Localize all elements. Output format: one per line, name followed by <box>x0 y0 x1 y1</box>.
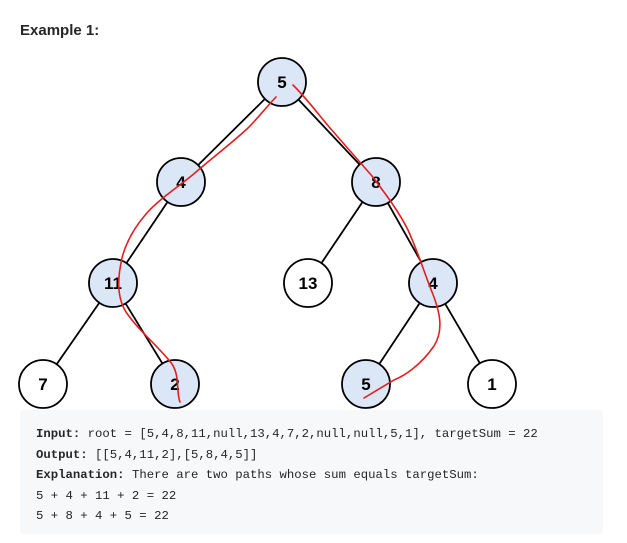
path-sum-line-1: 5 + 4 + 11 + 2 = 22 <box>36 488 177 503</box>
tree-node-n4b: 4 <box>408 258 458 308</box>
highlighted-path-right <box>292 84 441 399</box>
explanation-value: There are two paths whose sum equals tar… <box>124 468 479 482</box>
tree-node-circle <box>18 359 68 409</box>
highlighted-path-left <box>117 96 277 403</box>
tree-node-label: 13 <box>299 274 318 293</box>
tree-edge-n4a-n11 <box>125 201 169 264</box>
tree-edge-n8-n4b <box>387 202 422 263</box>
tree-node-circle <box>467 359 517 409</box>
output-line: Output: [[5,4,11,2],[5,8,4,5]] <box>36 445 587 466</box>
tree-edge-n5-n4a <box>197 98 266 166</box>
output-value: [[5,4,11,2],[5,8,4,5]] <box>87 447 258 462</box>
tree-node-n5: 5 <box>257 57 307 107</box>
output-label: Output: <box>36 447 88 462</box>
tree-edge-n5-n8 <box>297 98 361 166</box>
tree-edge-n11-n7 <box>55 302 101 365</box>
tree-node-n1: 1 <box>467 359 517 409</box>
tree-node-circle <box>257 57 307 107</box>
tree-node-label: 11 <box>104 274 122 293</box>
input-label: Input: <box>36 427 81 441</box>
tree-node-circle <box>88 258 138 308</box>
tree-node-label: 4 <box>176 173 186 192</box>
explanation-line: Explanation: There are two paths whose s… <box>36 465 587 486</box>
tree-edge-n4b-n5b <box>378 302 421 365</box>
tree-node-label: 7 <box>38 375 47 394</box>
tree-node-circle <box>283 258 333 308</box>
tree-node-label: 2 <box>170 375 179 394</box>
input-line: Input: root = [5,4,8,11,null,13,4,7,2,nu… <box>36 424 587 445</box>
tree-node-label: 4 <box>428 274 438 293</box>
highlighted-paths <box>117 84 441 403</box>
tree-edge-n8-n13 <box>320 201 364 264</box>
tree-node-n13: 13 <box>283 258 333 308</box>
tree-node-n11: 11 <box>88 258 138 308</box>
tree-node-n2: 2 <box>150 359 200 409</box>
tree-node-label: 1 <box>487 375 496 394</box>
tree-node-circle <box>408 258 458 308</box>
tree-node-n4a: 4 <box>156 157 206 207</box>
tree-edge-n4b-n1 <box>444 303 481 364</box>
path-sum-line-2: 5 + 8 + 4 + 5 = 22 <box>36 509 169 523</box>
tree-edges <box>55 98 481 365</box>
tree-node-n5b: 5 <box>341 359 391 409</box>
tree-node-circle <box>150 359 200 409</box>
tree-node-n7: 7 <box>18 359 68 409</box>
tree-node-circle <box>341 359 391 409</box>
example-code-block: Input: root = [5,4,8,11,null,13,4,7,2,nu… <box>20 410 603 534</box>
tree-node-label: 5 <box>361 375 370 394</box>
explanation-label: Explanation: <box>36 468 125 482</box>
tree-node-label: 5 <box>277 73 286 92</box>
example-heading: Example 1: <box>20 22 100 39</box>
input-value: root = [5,4,8,11,null,13,4,7,2,null,null… <box>80 427 538 441</box>
